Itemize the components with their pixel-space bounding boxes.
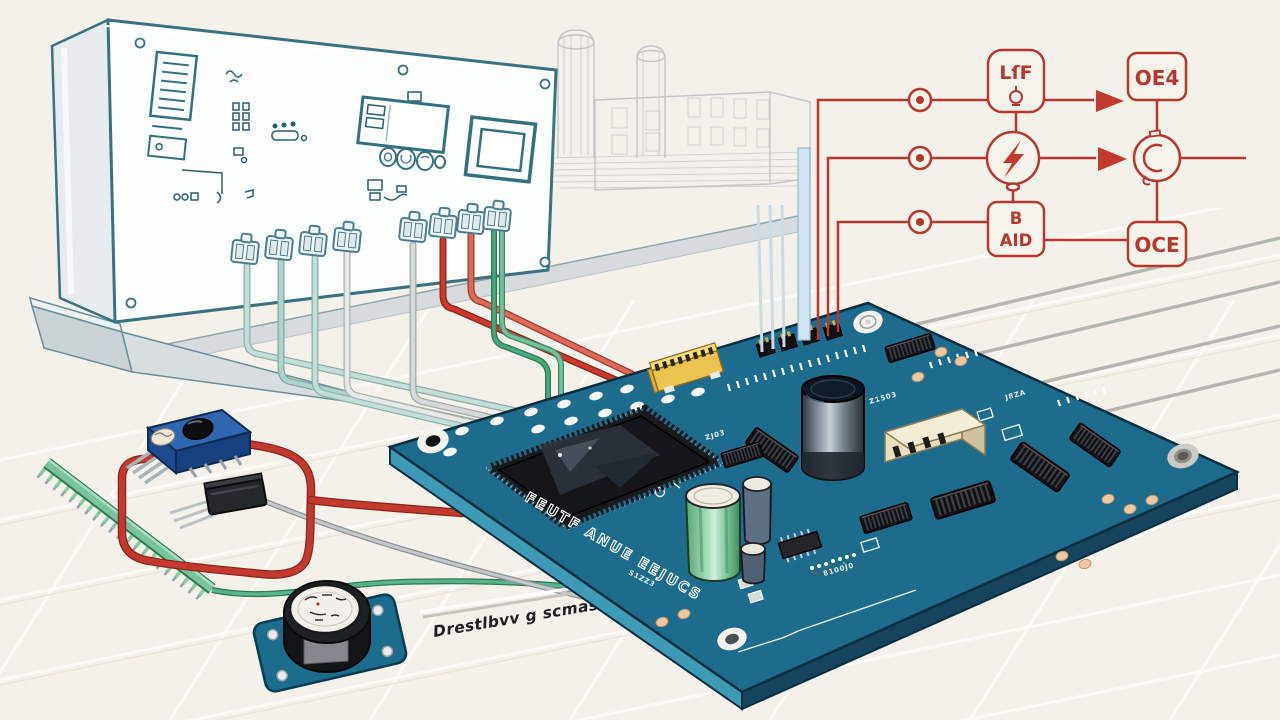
cabinet-side-panel — [50, 18, 117, 324]
sense-wires — [756, 147, 811, 353]
panel-knob — [379, 147, 446, 171]
factory-outline — [545, 29, 811, 191]
oe4-label: OE4 — [1135, 66, 1180, 90]
clear-tube-wire — [797, 147, 811, 341]
connector-circle-icon — [1132, 129, 1182, 186]
display-module — [356, 95, 451, 155]
panel-screen — [463, 115, 538, 184]
oce-node: OCE — [1126, 220, 1188, 268]
electrolytic-capacitor — [801, 375, 865, 481]
signal-lines — [816, 98, 1246, 340]
b-aid-node: B AID — [986, 200, 1046, 258]
panel-cables — [243, 225, 636, 440]
small-capacitor — [740, 476, 772, 585]
silkscreen-dots — [810, 553, 856, 575]
pcb-board: FEUTF ANUE EEJUCS Z1503 J8ZA 8100J0 S1ZZ… — [387, 301, 1241, 711]
sensor-lens-icon — [182, 417, 214, 441]
lf-node: LſF — [986, 48, 1046, 114]
bulb-icon — [1009, 86, 1023, 106]
buzzer — [252, 580, 408, 693]
terminal-strip — [147, 50, 199, 161]
copper-pads — [655, 346, 1159, 628]
arrow-icon — [1096, 90, 1124, 112]
relay-box — [883, 407, 987, 464]
mounting-hole — [417, 310, 1199, 651]
silkscreen-pads — [443, 384, 705, 457]
lf-label: LſF — [999, 62, 1032, 84]
soic-chip — [777, 528, 823, 563]
green-capacitor — [685, 483, 741, 582]
oe4-node: OE4 — [1126, 51, 1188, 102]
ffc-connector — [646, 342, 724, 394]
oce-label: OCE — [1134, 233, 1179, 257]
module-label — [150, 428, 176, 446]
cable-connectors — [230, 199, 512, 266]
red-wire-loop — [117, 439, 467, 579]
panel-screw — [125, 37, 551, 309]
lightning-circle-icon — [985, 130, 1041, 192]
transistor — [169, 472, 268, 530]
schematic-terminal-icon — [907, 87, 933, 235]
sensor-module — [126, 408, 253, 485]
arrow-icon — [1098, 147, 1127, 171]
schematic-overlay: LſF OE4 B AID OCE — [816, 48, 1246, 340]
bolt-icon — [1003, 140, 1024, 178]
aid-label: AID — [1000, 231, 1033, 250]
b-label: B — [1010, 209, 1023, 228]
panel-glyphs — [173, 70, 422, 204]
qfp-chip — [481, 404, 729, 531]
silkscreen-outlines — [638, 407, 1211, 653]
